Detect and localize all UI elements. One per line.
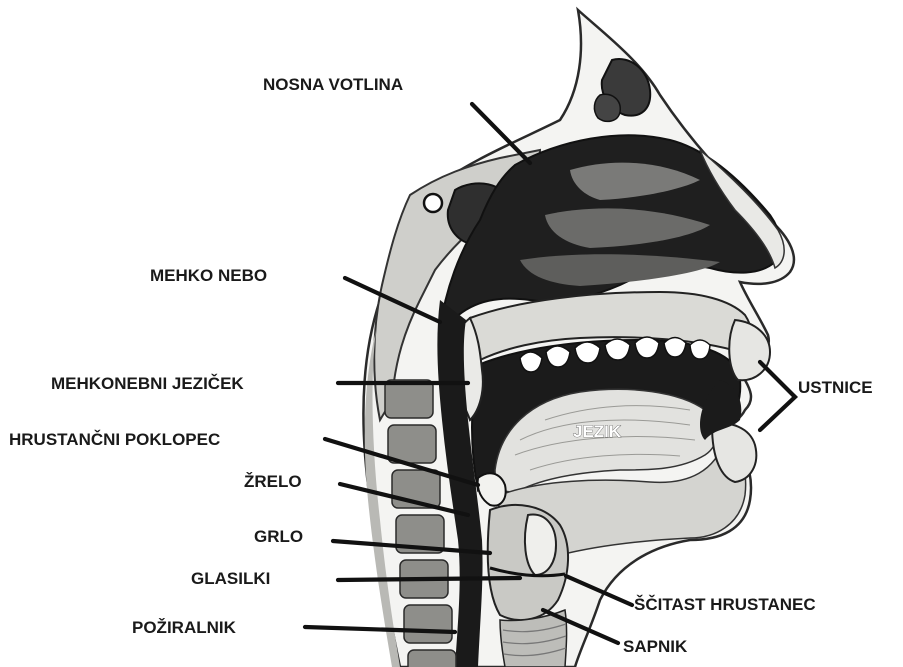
thyroid-cartilage <box>525 515 556 575</box>
label-ustnice: USTNICE <box>798 378 873 397</box>
label-mehko-nebo: MEHKO NEBO <box>150 266 267 285</box>
small-bone-circle <box>424 194 442 212</box>
sinus-small <box>594 94 620 121</box>
leader-glasilki <box>338 578 520 580</box>
label-scitast-hrustanec: ŠČITAST HRUSTANEC <box>634 595 816 614</box>
anatomy-drawing <box>363 10 793 667</box>
label-hrustancni-poklopec: HRUSTANČNI POKLOPEC <box>9 430 220 449</box>
label-sapnik: SAPNIK <box>623 637 688 656</box>
label-glasilki: GLASILKI <box>191 569 270 588</box>
label-poziralnik: POŽIRALNIK <box>132 618 237 637</box>
label-zrelo: ŽRELO <box>244 472 302 491</box>
label-nosna-votlina: NOSNA VOTLINA <box>263 75 403 94</box>
label-jezik: JEZIK <box>573 422 622 441</box>
label-mehkonebni-jezicek: MEHKONEBNI JEZIČEK <box>51 374 244 393</box>
label-grlo: GRLO <box>254 527 303 546</box>
leader-ustnice-bracket <box>760 362 795 430</box>
